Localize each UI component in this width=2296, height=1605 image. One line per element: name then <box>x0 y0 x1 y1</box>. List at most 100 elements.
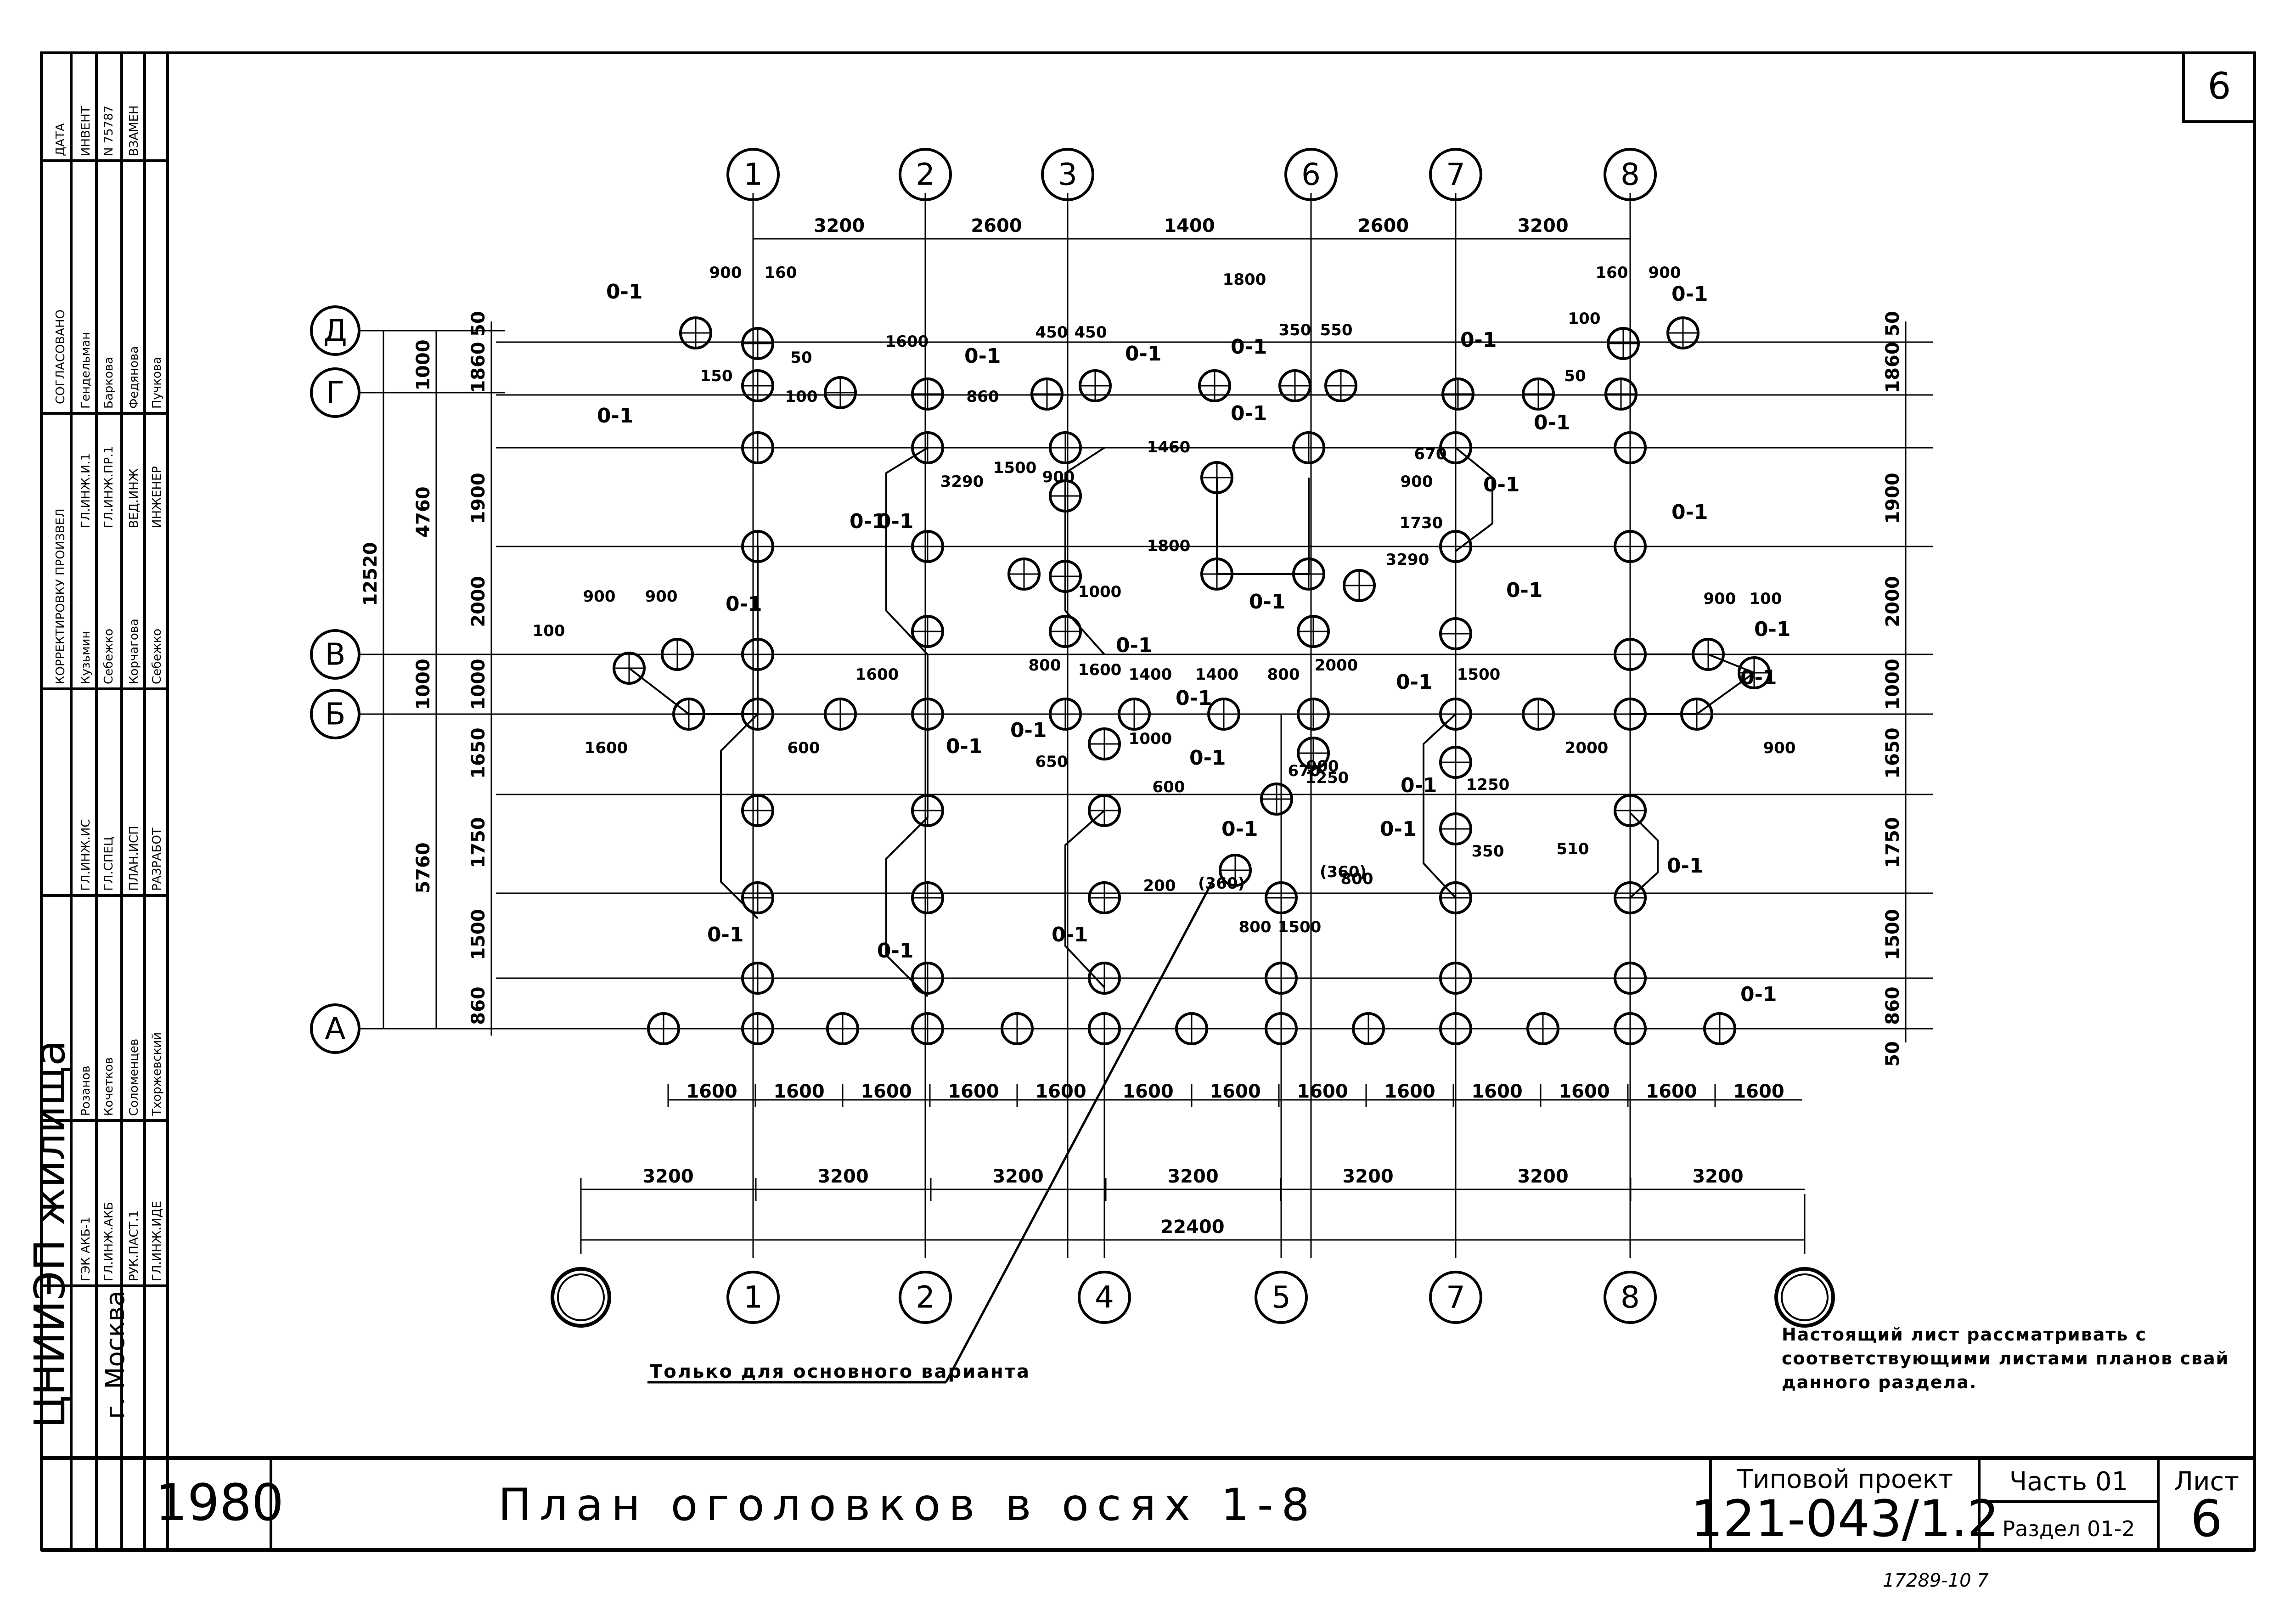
dim-inner: 100 <box>785 388 818 406</box>
axis-label-bottom: 2 <box>916 1280 935 1315</box>
project-number: 121-043/1.2 <box>1691 1489 1999 1548</box>
dim-inner: 1500 <box>993 459 1037 477</box>
side-staff-0: Гендельман <box>79 332 93 409</box>
project-label: Типовой проект <box>1737 1464 1953 1494</box>
dim-left-inner: 1000 <box>413 659 434 710</box>
axis-bubble-top <box>1041 148 1094 201</box>
dim-inner: 160 <box>765 264 797 282</box>
stamp-role-2: ПЛАН.ИСП <box>127 826 141 891</box>
dim-1600: 1600 <box>1122 1081 1173 1102</box>
dim-row-right: 2000 <box>1882 576 1903 627</box>
dim-inner: 3290 <box>940 473 984 491</box>
dim-inner: 1250 <box>1466 776 1510 794</box>
dim-inner: 900 <box>1649 264 1681 282</box>
pile-cap-outline <box>885 447 929 997</box>
stamp-row-0: ГЭК АКБ-1 <box>79 1216 93 1281</box>
dim-row-left: 860 <box>468 986 489 1025</box>
dim-row-right: 1900 <box>1882 473 1903 524</box>
sheet-value: 6 <box>2190 1489 2223 1548</box>
pile-cap-mark: 0-1 <box>1671 282 1708 306</box>
pile-cap-mark: 0-1 <box>1534 411 1570 434</box>
pile-cap-mark: 0-1 <box>606 280 643 304</box>
dim-3200: 3200 <box>992 1166 1043 1187</box>
dim-left-mid: 5760 <box>413 842 434 893</box>
dim-inner: 900 <box>583 587 616 606</box>
dim-inner: 900 <box>1401 473 1433 491</box>
dim-inner: 350 <box>1279 321 1311 339</box>
dim-inner: (360) <box>1320 863 1367 881</box>
year: 1980 <box>155 1473 284 1532</box>
dim-top: 2600 <box>971 215 1022 237</box>
pile-cap-mark: 0-1 <box>1052 923 1088 946</box>
side-staff-1: Баркова <box>102 357 116 409</box>
dim-1600: 1600 <box>1471 1081 1522 1102</box>
dim-row-right: 50 <box>1882 311 1903 337</box>
dim-inner: 550 <box>1320 321 1353 339</box>
side-header-0: КОРРЕКТИРОВКУ ПРОИЗВЕЛ <box>54 508 68 684</box>
dim-1600: 1600 <box>686 1081 737 1102</box>
axis-bubble-top <box>1604 148 1657 201</box>
pile-cap-mark: 0-1 <box>1010 719 1047 742</box>
pile-cap-mark: 0-1 <box>877 939 914 963</box>
dim-row-right: 50 <box>1882 1041 1903 1067</box>
pile-cap-outline <box>1630 653 1756 715</box>
dim-inner: 1000 <box>1078 583 1122 601</box>
side-header-3: ИНВЕНТ <box>79 106 93 156</box>
dim-inner: 1800 <box>1147 537 1191 555</box>
pile-cap-mark: 0-1 <box>1740 666 1777 689</box>
axis-label-left: В <box>325 637 345 672</box>
dim-inner: 900 <box>1042 468 1075 486</box>
axis-label-top: 3 <box>1058 157 1077 192</box>
side-header-1: СОГЛАСОВАНО <box>54 310 68 404</box>
pile-cap-outline <box>1064 447 1105 655</box>
dim-inner: 1500 <box>1278 918 1322 936</box>
axis-label-top: 7 <box>1446 157 1465 192</box>
side-staff-3: Пучкова <box>150 357 164 409</box>
pile-cap-mark: 0-1 <box>1221 817 1258 841</box>
dim-inner: 1250 <box>1306 769 1349 787</box>
pile-cap-outline <box>628 654 759 715</box>
stamp-name-1: Кочетков <box>102 1057 116 1116</box>
dim-1600: 1600 <box>1297 1081 1348 1102</box>
stamp-org: ЦНИИЭП жилища <box>25 1040 74 1428</box>
side-header-4: ВЗАМЕН <box>127 105 141 156</box>
axis-bubble-top <box>1284 148 1338 201</box>
dim-inner: 650 <box>1035 753 1068 771</box>
axis-bubble-top <box>1429 148 1482 201</box>
dim-inner: 150 <box>700 367 733 385</box>
dim-inner: 860 <box>967 388 999 406</box>
side-header-2: ДАТА <box>54 123 68 156</box>
dim-row-left: 1900 <box>468 473 489 524</box>
pile-cap-outline <box>1455 447 1493 552</box>
dim-inner: 670 <box>1414 445 1447 463</box>
dim-1600: 1600 <box>948 1081 999 1102</box>
dim-inner: 600 <box>788 739 820 757</box>
dim-inner: 1600 <box>885 332 929 351</box>
dim-top: 2600 <box>1358 215 1409 237</box>
dim-inner: 1460 <box>1147 438 1191 456</box>
dim-inner: 2000 <box>1315 656 1358 675</box>
axis-label-left: Г <box>326 375 344 411</box>
sheet-label: Лист <box>2174 1467 2239 1497</box>
dim-3200: 3200 <box>1517 1166 1568 1187</box>
dim-inner: 160 <box>1596 264 1628 282</box>
pile-cap-mark: 0-1 <box>1231 402 1267 425</box>
note-main-variant: Только для основного варианта <box>650 1361 1030 1382</box>
dim-1600: 1600 <box>1384 1081 1435 1102</box>
side-role-2: ВЕД.ИНЖ <box>127 468 141 528</box>
footer-code: 17289-10 7 <box>1883 1570 1989 1591</box>
side-role-3: ИНЖЕНЕР <box>150 466 164 528</box>
dim-1600: 1600 <box>1733 1081 1784 1102</box>
pile-cap-mark: 0-1 <box>1483 473 1520 496</box>
axis-bubble-empty-inner <box>1781 1273 1829 1321</box>
axis-label-top: 2 <box>916 157 935 192</box>
pile-cap-mark: 0-1 <box>1667 854 1704 878</box>
stamp-strip <box>40 51 169 1551</box>
axis-bubble-empty <box>551 1267 611 1328</box>
pile-cap-mark: 0-1 <box>1176 687 1212 710</box>
dim-inner: 1600 <box>1078 661 1122 679</box>
dim-row-left: 1860 <box>468 342 489 393</box>
dim-row-right: 1650 <box>1882 727 1903 778</box>
dim-inner: 900 <box>1763 739 1796 757</box>
dim-1600: 1600 <box>861 1081 912 1102</box>
